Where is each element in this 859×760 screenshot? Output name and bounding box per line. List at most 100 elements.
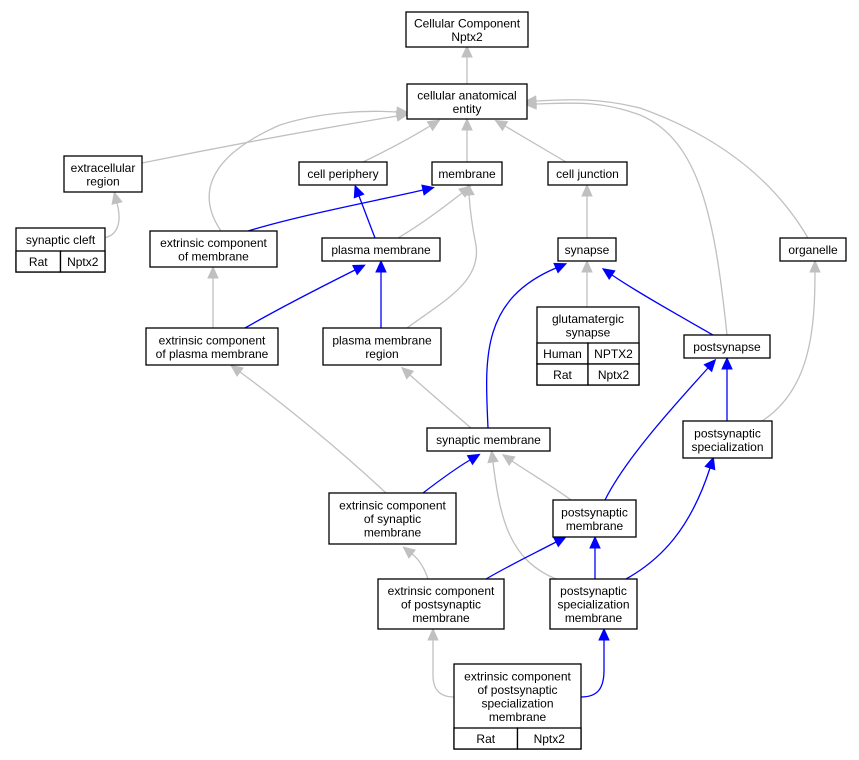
node-label-line: Nptx2: [451, 30, 483, 44]
node-cellperiphery[interactable]: cell periphery: [298, 161, 388, 186]
edge-extrplasma-to-plasmamem: [244, 264, 366, 329]
node-box: [682, 420, 773, 459]
species-label: Rat: [29, 255, 48, 269]
edge-extrmem-to-cae: [208, 106, 410, 232]
edge-pssmem-to-pss: [625, 456, 716, 580]
gene-label: Nptx2: [67, 255, 99, 269]
node-label-line: synapse: [565, 243, 610, 257]
annotation-row: Rat Nptx2: [15, 250, 106, 273]
gene-cell: [59, 250, 106, 273]
node-box: [549, 578, 638, 630]
arrowhead-icon: [207, 265, 219, 279]
node-synmem[interactable]: synaptic membrane: [426, 427, 551, 452]
node-label-line: of plasma membrane: [156, 347, 269, 361]
edge-membrane-to-cae: [461, 117, 473, 162]
node-box: [149, 230, 278, 268]
node-label-line: cellular anatomical: [417, 88, 516, 102]
node-synapse[interactable]: synapse: [557, 237, 617, 262]
arrowhead-icon: [704, 456, 716, 471]
arrowhead-icon: [581, 183, 593, 197]
edge-celljunction-to-cae: [494, 119, 567, 163]
edge-pssmem-to-psmem: [589, 535, 601, 579]
node-label-line: extrinsic component: [159, 333, 266, 347]
node-plasmamem[interactable]: plasma membrane: [321, 237, 441, 262]
node-label-line: of postsynaptic: [477, 683, 557, 697]
node-label-line: postsynapse: [693, 340, 761, 354]
node-label-line: plasma membrane: [332, 333, 432, 347]
edge-line: [406, 194, 478, 329]
edge-extrsyn-to-synmem: [422, 453, 481, 494]
node-label-line: membrane: [364, 526, 422, 540]
node-box: [683, 334, 771, 359]
node-label-line: membrane: [565, 611, 623, 625]
arrowhead-icon: [809, 259, 821, 273]
node-box: [779, 237, 847, 262]
edge-extrpss-to-extrps: [427, 627, 455, 698]
node-label-line: plasma membrane: [331, 243, 431, 257]
node-label-line: specialization: [557, 598, 629, 612]
edge-line: [397, 192, 463, 239]
node-label-line: synapse: [566, 325, 611, 339]
node-label-line: cell periphery: [307, 167, 378, 181]
node-label-line: membrane: [438, 167, 496, 181]
node-box: [321, 237, 441, 262]
node-box: [426, 427, 551, 452]
edge-line: [485, 267, 557, 429]
node-membrane[interactable]: membrane: [431, 161, 503, 186]
node-celljunction[interactable]: cell junction: [547, 161, 628, 186]
arrowhead-icon: [494, 119, 509, 132]
node-box: [145, 327, 279, 366]
node-label-line: postsynaptic: [561, 505, 628, 519]
node-label-line: cell junction: [556, 167, 619, 181]
edge-synapticcleft-to-extracellular: [102, 191, 123, 239]
node-label-line: of membrane: [178, 249, 249, 263]
node-label-line: postsynaptic: [560, 584, 627, 598]
gene-cell: [516, 727, 582, 750]
arrowhead-icon: [552, 536, 567, 548]
gene-cell: [587, 363, 640, 386]
edge-extrps-to-extrsyn: [402, 546, 429, 580]
arrowhead-icon: [501, 454, 516, 467]
node-label-line: extrinsic component: [339, 499, 446, 513]
edge-line: [422, 459, 471, 494]
node-organelle[interactable]: organelle: [779, 237, 847, 262]
arrowhead-icon: [589, 535, 601, 549]
node-label-line: extrinsic component: [388, 584, 495, 598]
edge-line: [409, 374, 472, 429]
node-label-line: membrane: [412, 611, 470, 625]
arrowhead-icon: [703, 358, 717, 373]
node-box: [406, 83, 528, 120]
edge-line: [511, 460, 572, 501]
edge-plasmamem-to-cellperiphery: [353, 184, 376, 239]
node-box: [431, 161, 503, 186]
edge-cellperiphery-to-cae: [362, 119, 441, 163]
arrowhead-icon: [421, 184, 435, 196]
edge-extrplasma-to-extrmem: [207, 265, 219, 328]
edge-pmregion-to-plasmamem: [375, 259, 387, 328]
node-postsynapse[interactable]: postsynapse: [683, 334, 771, 359]
edge-synmem-to-synapse: [485, 262, 568, 429]
node-box: [557, 237, 617, 262]
arrowhead-icon: [426, 119, 441, 132]
edge-line: [611, 274, 714, 336]
arrowhead-icon: [553, 262, 568, 274]
node-label-line: region: [365, 347, 398, 361]
node-label-line: synaptic cleft: [26, 233, 96, 247]
